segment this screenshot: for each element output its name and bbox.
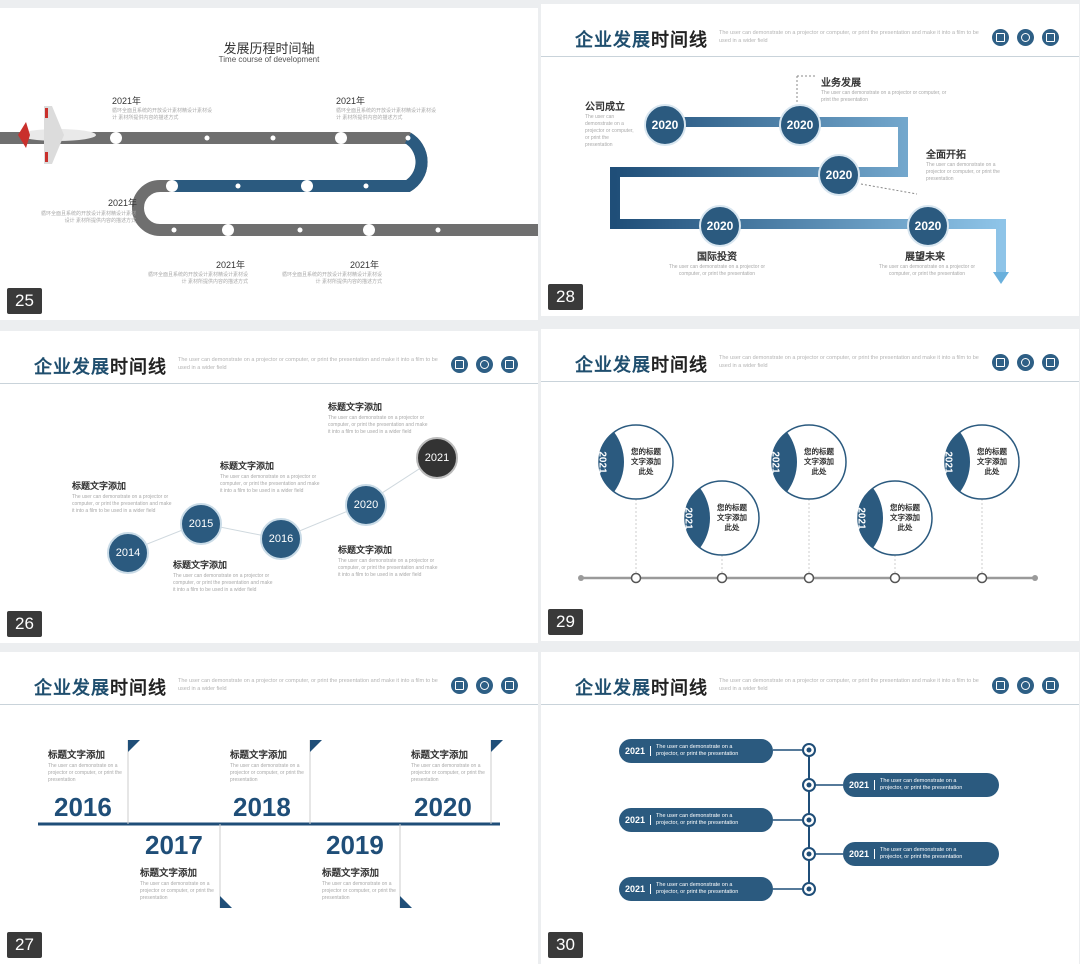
- item-desc: The user can demonstrate on a projector …: [173, 573, 275, 594]
- circle-text: 您的标题文字添加此处: [802, 447, 836, 477]
- milestone-label: 全面开拓: [926, 146, 966, 161]
- year-label: 2021年: [350, 258, 379, 271]
- slide-number: 26: [7, 611, 42, 637]
- item-desc: The user can demonstrate on a projector …: [338, 558, 440, 579]
- vertical-timeline: [541, 652, 1079, 964]
- timeline-pill: 2021 The user can demonstrate on a proje…: [619, 877, 773, 901]
- slide-number: 29: [548, 609, 583, 635]
- milestone-desc: The user can demonstrate on a projector …: [585, 114, 637, 149]
- circle-text: 您的标题文字添加此处: [975, 447, 1009, 477]
- year-label: 2021年: [336, 94, 365, 107]
- item-label: 标题文字添加: [72, 479, 126, 492]
- slide-number: 28: [548, 284, 583, 310]
- year-label: 2021年: [216, 258, 245, 271]
- item-desc: The user can demonstrate on a projector …: [48, 763, 126, 784]
- item-desc: The user can demonstrate on a projector …: [72, 494, 174, 515]
- node-2020: 2020: [907, 205, 949, 247]
- milestone-desc: The user can demonstrate on a projector …: [667, 264, 767, 278]
- year-big: 2016: [54, 792, 112, 823]
- year-desc: 循环全面且系统的开放设计素材精设计素材设计 素材所提供内容的描述方式: [336, 108, 436, 122]
- year-circle: 2015: [180, 503, 222, 545]
- milestone-desc: The user can demonstrate on a projector …: [926, 162, 1001, 183]
- year-circle: 2016: [260, 518, 302, 560]
- year-big: 2018: [233, 792, 291, 823]
- circle-year: 2021: [943, 451, 954, 473]
- pill-year: 2021: [625, 746, 651, 756]
- item-label: 标题文字添加: [411, 747, 468, 761]
- pill-year: 2021: [625, 815, 651, 825]
- circle-year: 2021: [856, 507, 867, 529]
- circle-text: 您的标题文字添加此处: [629, 447, 663, 477]
- milestone-label: 公司成立: [585, 98, 625, 113]
- node-2020: 2020: [779, 104, 821, 146]
- year-circle: 2020: [345, 484, 387, 526]
- pill-desc: The user can demonstrate on a projector,…: [880, 778, 980, 792]
- circle-year: 2021: [597, 451, 608, 473]
- pill-year: 2021: [625, 884, 651, 894]
- year-label: 2021年: [112, 94, 141, 107]
- milestone-label: 业务发展: [821, 74, 861, 89]
- year-big: 2019: [326, 830, 384, 861]
- circle-year: 2021: [770, 451, 781, 473]
- slide-26[interactable]: 企业发展时间线 The user can demonstrate on a pr…: [0, 331, 538, 643]
- item-desc: The user can demonstrate on a projector …: [140, 881, 218, 902]
- pill-year: 2021: [849, 780, 875, 790]
- slide-number: 30: [548, 932, 583, 958]
- item-label: 标题文字添加: [338, 543, 392, 556]
- road-timeline: [0, 8, 538, 320]
- item-desc: The user can demonstrate on a projector …: [230, 763, 308, 784]
- circle-text: 您的标题文字添加此处: [888, 503, 922, 533]
- item-label: 标题文字添加: [328, 400, 382, 413]
- circle-text: 您的标题文字添加此处: [715, 503, 749, 533]
- item-label: 标题文字添加: [173, 558, 227, 571]
- item-label: 标题文字添加: [322, 865, 379, 879]
- slide-27[interactable]: 企业发展时间线 The user can demonstrate on a pr…: [0, 652, 538, 964]
- timeline-pill: 2021 The user can demonstrate on a proje…: [843, 773, 999, 797]
- item-label: 标题文字添加: [140, 865, 197, 879]
- item-label: 标题文字添加: [220, 459, 274, 472]
- milestone-desc: The user can demonstrate on a projector …: [821, 90, 951, 104]
- year-desc: 循环全面且系统的开放设计素材精设计素材设计 素材所提供内容的描述方式: [112, 108, 212, 122]
- item-desc: The user can demonstrate on a projector …: [411, 763, 489, 784]
- year-desc: 循环全面且系统的开放设计素材精设计素材设计 素材所提供内容的描述方式: [148, 272, 248, 286]
- timeline-pill: 2021 The user can demonstrate on a proje…: [619, 739, 773, 763]
- airplane-icon: [18, 106, 96, 164]
- node-2020: 2020: [644, 104, 686, 146]
- year-desc: 循环全面且系统的开放设计素材精设计素材设计 素材所提供内容的描述方式: [282, 272, 382, 286]
- pill-desc: The user can demonstrate on a projector,…: [656, 744, 756, 758]
- year-circle: 2014: [107, 532, 149, 574]
- node-2020: 2020: [818, 154, 860, 196]
- milestone-label: 展望未来: [905, 248, 945, 263]
- timeline-pill: 2021 The user can demonstrate on a proje…: [843, 842, 999, 866]
- item-desc: The user can demonstrate on a projector …: [220, 474, 322, 495]
- pill-desc: The user can demonstrate on a projector,…: [656, 882, 756, 896]
- year-big: 2020: [414, 792, 472, 823]
- slide-25[interactable]: 发展历程时间轴 Time course of development 2021年…: [0, 8, 538, 320]
- item-label: 标题文字添加: [48, 747, 105, 761]
- timeline-pill: 2021 The user can demonstrate on a proje…: [619, 808, 773, 832]
- slide-30[interactable]: 企业发展时间线 The user can demonstrate on a pr…: [541, 652, 1079, 964]
- pill-year: 2021: [849, 849, 875, 859]
- slide-28[interactable]: 企业发展时间线 The user can demonstrate on a pr…: [541, 4, 1079, 316]
- slide-number: 27: [7, 932, 42, 958]
- slide-number: 25: [7, 288, 42, 314]
- pill-desc: The user can demonstrate on a projector,…: [880, 847, 980, 861]
- flow-arrow: [541, 4, 1079, 316]
- item-label: 标题文字添加: [230, 747, 287, 761]
- milestone-desc: The user can demonstrate on a projector …: [877, 264, 977, 278]
- slide-29[interactable]: 企业发展时间线 The user can demonstrate on a pr…: [541, 329, 1079, 641]
- node-2020: 2020: [699, 205, 741, 247]
- circle-year: 2021: [683, 507, 694, 529]
- year-desc: 循环全面且系统的开放设计素材精设计素材设计 素材所提供内容的描述方式: [38, 211, 136, 225]
- year-big: 2017: [145, 830, 203, 861]
- item-desc: The user can demonstrate on a projector …: [322, 881, 400, 902]
- year-circle: 2021: [416, 437, 458, 479]
- axis: [541, 329, 1079, 641]
- item-desc: The user can demonstrate on a projector …: [328, 415, 430, 436]
- milestone-label: 国际投资: [697, 248, 737, 263]
- pill-desc: The user can demonstrate on a projector,…: [656, 813, 756, 827]
- year-label: 2021年: [108, 196, 137, 209]
